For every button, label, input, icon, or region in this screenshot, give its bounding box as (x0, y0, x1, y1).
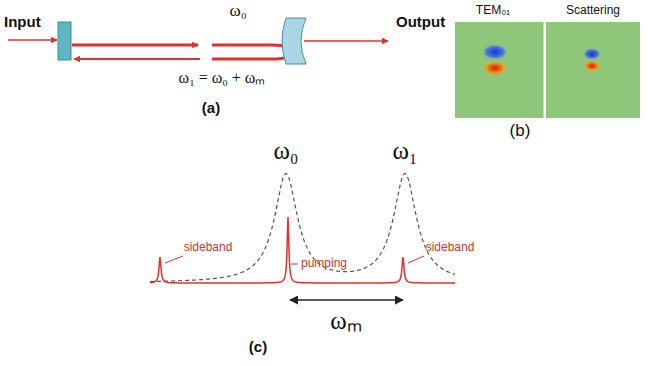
panel-label: (c) (249, 339, 267, 354)
spacing-label: ωₘ (330, 308, 361, 333)
spacing-arrow (290, 299, 403, 301)
turning-beam (212, 45, 293, 59)
input-beam (8, 39, 57, 41)
input-mirror (58, 22, 71, 60)
leader-line (408, 256, 424, 263)
output-beam (304, 40, 388, 42)
leader-line (291, 264, 298, 265)
cavity-resonance (150, 174, 455, 282)
frequency-equation: ω₁ = ω₀ + ωₘ (179, 70, 266, 86)
optical-spectrum (150, 217, 455, 283)
panel-label: (b) (510, 122, 531, 139)
pump-label: pumping (301, 257, 347, 269)
mode-lobe (482, 44, 508, 60)
backward-beam (74, 58, 200, 60)
mode-lobe (583, 60, 601, 72)
image-divider (544, 22, 546, 118)
sideband-label: sideband (184, 241, 233, 253)
sideband-label: sideband (426, 241, 475, 253)
curved-mirror (282, 18, 306, 64)
leader-line (165, 256, 183, 263)
image-title: TEM₀₁ (476, 4, 510, 16)
mode-lobe (583, 48, 601, 60)
image-title: Scattering (566, 4, 620, 16)
frequency-label: ω₀ (229, 2, 246, 19)
panel-label: (a) (202, 100, 220, 115)
peak-label: ω₁ (392, 138, 417, 163)
mode-image (455, 22, 544, 118)
beam-label: Input (4, 14, 41, 29)
peak-label: ω₀ (273, 138, 298, 163)
mode-lobe (482, 60, 508, 76)
forward-beam (72, 44, 198, 47)
mode-image (546, 22, 640, 118)
beam-label: Output (396, 14, 445, 29)
